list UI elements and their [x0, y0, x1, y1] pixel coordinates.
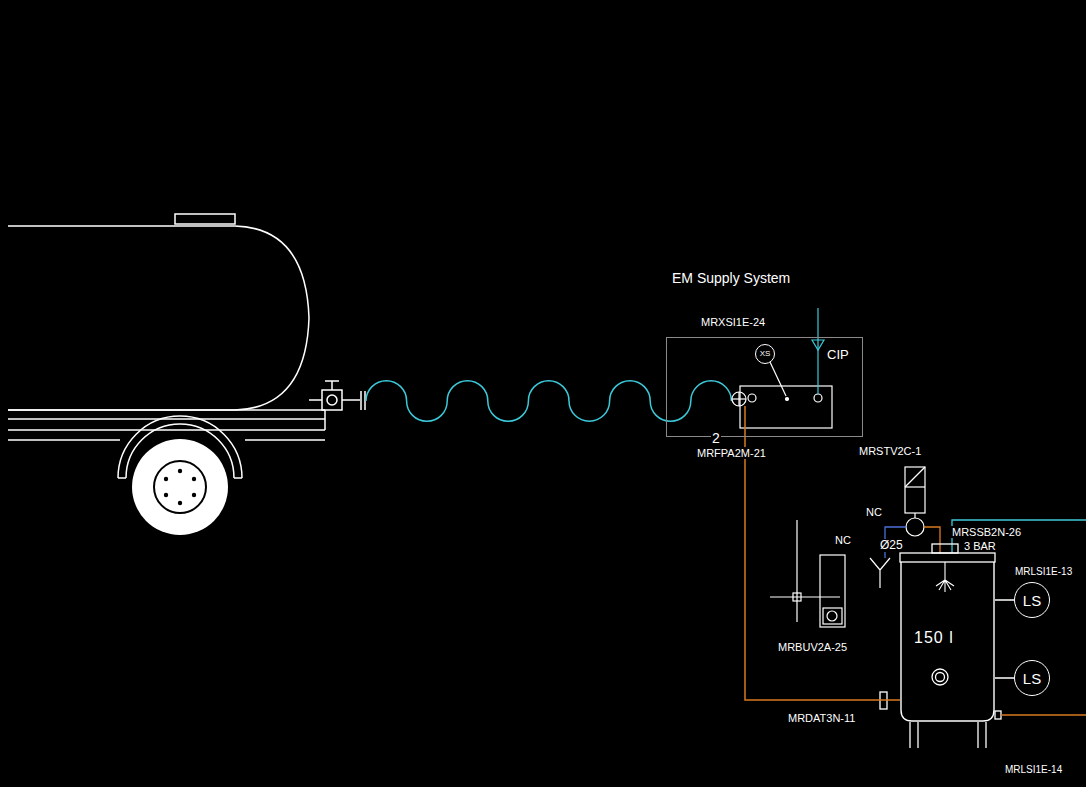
pressure-rating: 3 BAR [963, 540, 997, 552]
hose [366, 381, 731, 422]
line-label: CIP [826, 348, 850, 362]
tag-number: MRBUV2A-25 [777, 641, 848, 653]
cip-line [812, 308, 824, 394]
level-switch: LS [1014, 660, 1050, 696]
tank-volume: 150 l [914, 630, 954, 646]
instrument-circle: XS [755, 344, 775, 364]
tanker-truck [8, 214, 325, 478]
callout-number: 2 [711, 431, 721, 446]
tank-fittings [880, 544, 1001, 748]
pipe-size: Ø25 [879, 539, 904, 552]
outlet-pipe [1001, 714, 1086, 716]
valve-state: NC [834, 534, 852, 546]
tag-number: MRFPA2M-21 [696, 447, 767, 459]
instrument-tag: XS [760, 350, 771, 358]
truck-wheel [132, 439, 228, 535]
pipe-connector [745, 437, 900, 700]
pipe-line [995, 599, 1014, 601]
feed-pipe [744, 406, 746, 437]
pipe-connector [995, 600, 1014, 601]
tag-number: MRDAT3N-11 [787, 712, 856, 724]
funnel [870, 558, 890, 588]
valve-state: NC [865, 506, 883, 518]
group-heading: EM Supply System [672, 270, 790, 286]
return-line [952, 520, 1086, 553]
tag-number: MRXSI1E-24 [700, 316, 766, 328]
supply-internals [732, 362, 832, 428]
instrument-tag: LS [1023, 671, 1041, 686]
tag-number: MRSTV2C-1 [858, 445, 922, 457]
pipe-line [995, 677, 1014, 679]
tag-number: MRLSI1E-13 [1014, 566, 1073, 577]
pipe-connector [995, 678, 1014, 679]
tag-number: MRLSI1E-14 [1004, 764, 1063, 775]
outlet-valve [309, 381, 365, 410]
top-valve [905, 467, 925, 536]
level-switch: LS [1014, 582, 1050, 618]
tag-number: MRSSB2N-26 [951, 526, 1022, 538]
pipe-line [745, 437, 900, 700]
instrument-tag: LS [1023, 593, 1041, 608]
tank: 150 l [900, 562, 995, 722]
